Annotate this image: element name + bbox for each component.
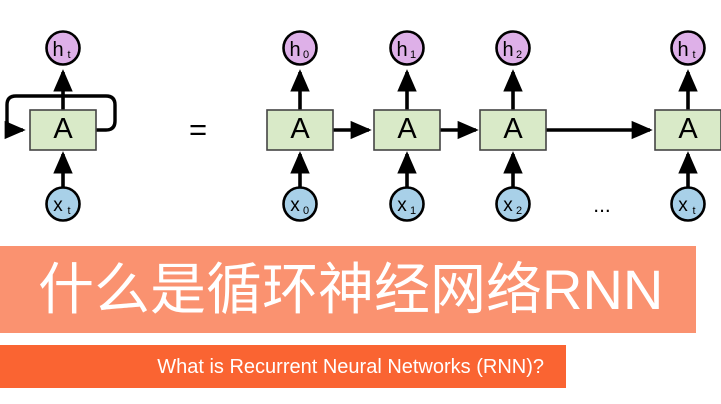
hidden-subscript-t: t	[692, 49, 695, 61]
input-circle-1	[389, 186, 425, 222]
input-subscript-t: t	[692, 205, 695, 217]
folded-hidden-label: h	[52, 39, 63, 61]
cell-box-0	[266, 109, 334, 151]
folded-cell-box	[29, 109, 97, 151]
input-subscript-2: 2	[516, 205, 522, 217]
unrolled-step-0: A h 0 x 0	[266, 30, 334, 222]
hidden-subscript-2: 2	[516, 49, 522, 61]
cell-label-0: A	[290, 113, 310, 145]
input-subscript-0: 0	[303, 205, 309, 217]
hidden-label-0: h	[289, 39, 300, 61]
unrolled-step-1: A h 1 x 1	[373, 30, 441, 222]
hidden-label-2: h	[502, 39, 513, 61]
hidden-label-t: h	[677, 39, 688, 61]
folded-hidden-subscript: t	[67, 49, 70, 61]
equals-sign: =	[189, 112, 207, 147]
hidden-circle-1	[389, 30, 425, 66]
cell-box-t	[654, 109, 721, 151]
unrolled-step-t: A h t x t	[654, 30, 721, 222]
folded-input-subscript: t	[67, 205, 70, 217]
hidden-circle-0	[282, 30, 318, 66]
cell-box-2	[479, 109, 547, 151]
input-label-1: x	[397, 195, 407, 216]
input-subscript-1: 1	[410, 205, 416, 217]
unrolled-step-2: A h 2 x 2	[479, 30, 547, 222]
input-circle-0	[282, 186, 318, 222]
english-title-banner: What is Recurrent Neural Networks (RNN)?	[0, 345, 566, 388]
hidden-subscript-1: 1	[410, 49, 416, 61]
recurrent-loop-arrow	[4, 94, 117, 140]
chinese-title-banner: 什么是循环神经网络RNN	[0, 246, 696, 333]
folded-cell-label: A	[53, 113, 73, 145]
chinese-title-text: 什么是循环神经网络RNN	[38, 257, 664, 321]
input-circle-2	[495, 186, 531, 222]
hidden-circle-2	[495, 30, 531, 66]
input-label-t: x	[678, 195, 688, 216]
hidden-label-1: h	[396, 39, 407, 61]
hidden-subscript-0: 0	[303, 49, 309, 61]
input-circle-t	[670, 186, 706, 222]
sequence-ellipsis: ...	[593, 194, 611, 217]
cell-label-1: A	[397, 113, 417, 145]
hidden-circle-t	[670, 30, 706, 66]
english-title-text: What is Recurrent Neural Networks (RNN)?	[157, 355, 544, 378]
unrolled-rnn-group: A h 0 x 0 A h 1 x 1	[266, 30, 721, 222]
cell-box-1	[373, 109, 441, 151]
folded-hidden-circle	[45, 30, 81, 66]
folded-rnn-group: A h t x t	[4, 30, 117, 222]
folded-input-label: x	[53, 195, 63, 216]
rnn-diagram: A h t x t = A h	[4, 30, 721, 222]
input-label-2: x	[503, 195, 513, 216]
input-label-0: x	[290, 195, 300, 216]
folded-input-circle	[45, 186, 81, 222]
cell-label-t: A	[678, 113, 698, 145]
cell-label-2: A	[503, 113, 523, 145]
